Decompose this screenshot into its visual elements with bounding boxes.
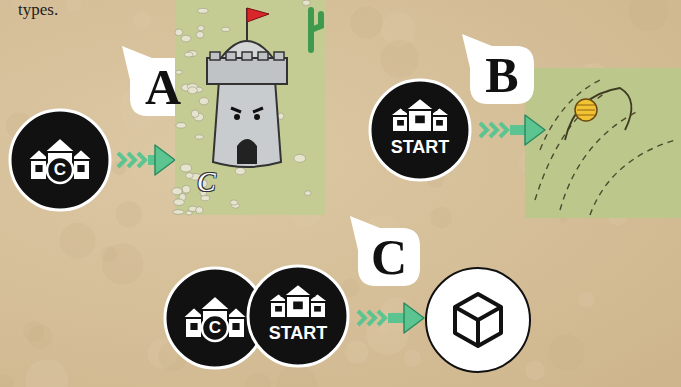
parchment-speck (28, 325, 52, 349)
village-icon (267, 284, 329, 318)
parchment-speck (116, 201, 142, 227)
token-letter: C (163, 317, 267, 339)
callout-letter: A (145, 62, 181, 112)
coin-icon (575, 99, 597, 121)
parchment-speck (578, 291, 594, 307)
parchment-speck (133, 11, 152, 30)
token-disc (248, 266, 348, 366)
speech-bubble (462, 34, 534, 104)
arrow-head (155, 145, 175, 175)
caption-fragment: types. (18, 0, 58, 20)
start-label: START (246, 322, 350, 344)
parchment-speck (350, 6, 382, 38)
parchment-speck (629, 0, 669, 31)
parchment-speck (430, 207, 451, 228)
token-disc (370, 80, 470, 180)
tower-illustration (207, 8, 287, 167)
edge-group (112, 145, 175, 175)
village-token: C (163, 266, 267, 370)
arrow-b (474, 115, 545, 145)
cactus (311, 10, 321, 50)
parchment-speck (25, 359, 68, 387)
chevron (368, 311, 375, 325)
chevron (500, 123, 507, 137)
start-label: START (368, 136, 472, 158)
chevron (138, 153, 145, 167)
callout-letter: C (371, 232, 407, 282)
token-letter: C (8, 159, 112, 181)
chevron (358, 311, 365, 325)
tile-letter: C (197, 168, 216, 196)
parchment-speck (66, 0, 81, 12)
chevron (118, 153, 125, 167)
parchment-speck (60, 223, 96, 259)
cube-icon (426, 268, 530, 372)
tile-ground (175, 0, 325, 215)
node-shape (246, 264, 350, 368)
chevron (490, 123, 497, 137)
parchment-speck (246, 373, 271, 387)
map-tile (525, 68, 681, 218)
chevron (378, 311, 385, 325)
pebbles (172, 0, 311, 215)
speech-bubble (350, 216, 420, 286)
village-token: C (8, 108, 112, 212)
parchment-speck (404, 350, 422, 368)
arrow-head (404, 303, 424, 333)
callout-bubble: B (470, 46, 534, 104)
parchment-speck (525, 361, 545, 381)
node-shape (368, 78, 472, 182)
parchment-speck (548, 335, 584, 371)
callout-bubble: C (358, 228, 420, 286)
village-icon (389, 98, 451, 132)
callout-letter: B (485, 50, 518, 100)
arrow-c (352, 303, 424, 333)
chevron (480, 123, 487, 137)
parchment-speck (101, 246, 117, 262)
chevron (128, 153, 135, 167)
parchment-speck (380, 40, 418, 78)
tower-tile: C (175, 0, 325, 215)
start-village-token: START (246, 264, 350, 368)
arrow-head (525, 115, 545, 145)
parchment-speck (0, 374, 14, 387)
parchment-speck (345, 340, 368, 363)
start-village-token: START (368, 78, 472, 182)
parchment-speck (276, 365, 317, 387)
